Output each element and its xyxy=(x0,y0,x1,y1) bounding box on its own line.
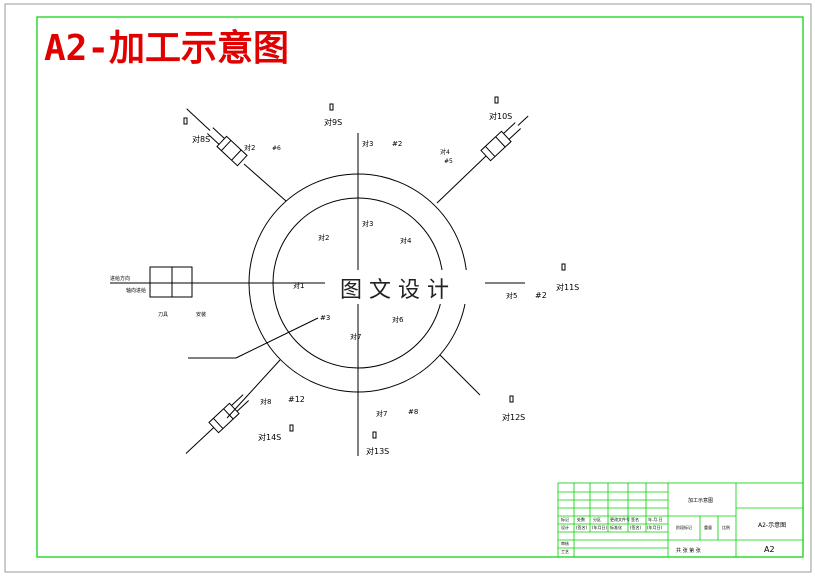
tb-weight: 重量 xyxy=(704,524,712,530)
label-pos-1-inner: 对1 xyxy=(293,281,304,290)
label-pos-3-inner: 对3 xyxy=(362,219,373,228)
marker-bottom-left xyxy=(289,424,294,432)
tb-col-date: 年.月.日 xyxy=(648,516,663,522)
label-num-6: #6 xyxy=(272,145,281,152)
tb-standard-date: (年月日) xyxy=(647,524,663,530)
tb-sheet-size: A2 xyxy=(764,545,775,554)
outer-frame xyxy=(4,3,812,573)
radial-line-bottom-left xyxy=(226,359,281,419)
label-8s: 对8S xyxy=(192,134,210,144)
watermark-bg xyxy=(325,270,485,304)
watermark: 图 文 设 计 xyxy=(340,278,449,303)
tool-top-right xyxy=(480,115,529,162)
diagram-labels: 对3 #2 对4 #5 对2 #6 对3 对2 对4 对1 #3 对6 对7 对… xyxy=(110,111,579,456)
label-pos-5: 对5 xyxy=(506,291,517,300)
marker-bottom-right xyxy=(509,395,514,403)
left-box xyxy=(149,266,193,298)
marker-bottom xyxy=(372,431,377,439)
label-14s: 对14S xyxy=(258,432,281,442)
label-12s: 对12S xyxy=(502,412,525,422)
label-pos-2: 对2 xyxy=(244,143,255,152)
inner-border xyxy=(36,16,804,558)
label-pos-6: 对6 xyxy=(392,315,404,324)
radial-line-bottom-right xyxy=(439,354,481,396)
leader-line-left xyxy=(235,317,319,359)
tool-top-left xyxy=(186,108,248,167)
left-caption: 轴向进给 xyxy=(126,287,146,294)
label-pos-2-inner: 对2 xyxy=(318,233,329,242)
machining-diagram xyxy=(110,96,566,456)
title-block-text: 加工示意图 标记 处数 分区 更改文件号 签名 年.月.日 设计 (签名) (年… xyxy=(561,497,786,554)
page-title: A2-加工示意图 xyxy=(44,28,289,69)
tb-col-change: 更改文件号 xyxy=(610,516,630,522)
title-block xyxy=(557,482,804,558)
label-pos-3: 对3 xyxy=(362,139,373,148)
tb-drawing-name: 加工示意图 xyxy=(688,497,713,504)
label-pos-7: 对7 xyxy=(376,409,387,418)
label-10s: 对10S xyxy=(489,111,512,121)
label-pos-4-top: 对4 xyxy=(440,148,450,156)
label-num-2-top: #2 xyxy=(392,140,402,148)
tb-col-mark: 标记 xyxy=(561,516,569,522)
label-13s: 对13S xyxy=(366,446,389,456)
tb-design-sign: (签名) xyxy=(576,524,588,530)
tb-sheet-row: 共 张 第 张 xyxy=(676,547,701,554)
tool-bottom-left xyxy=(185,394,250,454)
marker-top-left xyxy=(183,117,188,125)
label-num-2-right: #2 xyxy=(535,291,547,300)
label-pos-8: 对8 xyxy=(260,397,271,406)
left-arrow-label: 进给方向 xyxy=(110,275,130,282)
label-9s: 对9S xyxy=(324,117,342,127)
radial-line-top-right xyxy=(436,155,487,204)
tb-standard-sign: (签名) xyxy=(630,524,642,530)
tb-stage: 阶段标记 xyxy=(676,524,692,530)
label-num-8: #8 xyxy=(408,408,418,416)
tb-col-count: 处数 xyxy=(577,516,585,522)
label-11s: 对11S xyxy=(556,282,579,292)
marker-top xyxy=(329,103,334,111)
tb-col-sign: 签名 xyxy=(631,516,639,522)
tb-standard: 标准化 xyxy=(610,524,622,530)
tb-process: 工艺 xyxy=(561,549,569,554)
marker-top-right xyxy=(494,96,499,104)
label-num-5-top: #5 xyxy=(444,158,453,165)
left-box-label-right: 安装 xyxy=(196,311,206,318)
radial-line-top-left xyxy=(243,163,287,202)
label-num-3: #3 xyxy=(320,314,330,322)
label-pos-4-inner: 对4 xyxy=(400,236,412,245)
tb-design-date: (年月日) xyxy=(592,524,608,530)
tb-col-zone: 分区 xyxy=(593,516,601,522)
tb-part-name: A2-示意图 xyxy=(758,521,786,529)
label-num-12: #12 xyxy=(288,395,305,404)
label-pos-7-inner: 对7 xyxy=(350,332,361,341)
tb-design: 设计 xyxy=(561,524,569,530)
left-box-label-left: 刀具 xyxy=(158,312,168,318)
tb-scale: 比例 xyxy=(722,524,730,530)
tb-review: 审核 xyxy=(561,540,569,546)
marker-right xyxy=(561,263,566,271)
